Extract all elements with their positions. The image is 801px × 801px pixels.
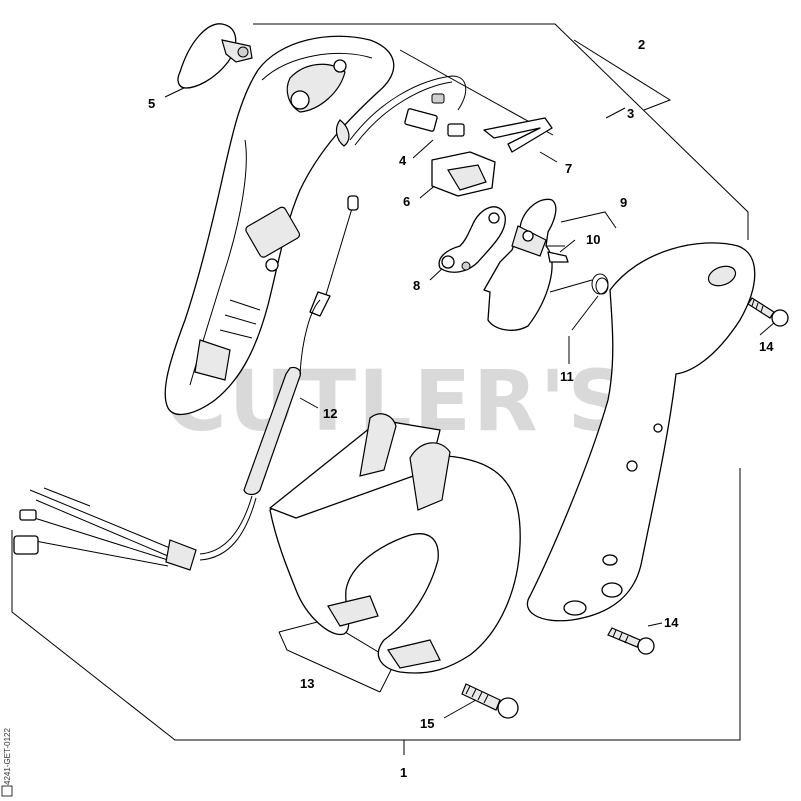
callout-8: 8: [413, 278, 420, 293]
part-9-trigger: [483, 198, 557, 331]
part-13-lower-cover: [269, 413, 521, 674]
callout-6: 6: [403, 194, 410, 209]
callout-14-lower: 14: [664, 615, 679, 630]
part-11-torsion-spring: [549, 273, 609, 331]
leader-lines: [164, 85, 776, 719]
part-14-screw-upper: [747, 297, 789, 327]
assembly-outline: [11, 23, 749, 755]
document-id-box: [1, 785, 13, 797]
callout-7: 7: [565, 161, 572, 176]
callout-10: 10: [586, 232, 600, 247]
part-12-throttle-cable: [199, 195, 359, 561]
callout-3: 3: [627, 106, 634, 121]
callout-labels: 1 2 3 4 5 6 7 8 9 10 11 12 13 14 14 15: [148, 37, 774, 780]
part-2-handle-housing-right: [526, 242, 756, 622]
part-14-screw-lower: [607, 627, 655, 655]
callout-9: 9: [620, 195, 627, 210]
part-8-throttle-lever: [438, 206, 506, 273]
part-5-lever-knob: [177, 23, 253, 89]
callout-12: 12: [323, 406, 337, 421]
part-10-pin: [547, 251, 569, 263]
callout-14-upper: 14: [759, 339, 774, 354]
callout-1: 1: [400, 765, 407, 780]
document-id: 4241-GET-0122: [3, 728, 12, 785]
callout-5: 5: [148, 96, 155, 111]
part-4-switch-wiring: [349, 75, 467, 146]
callout-2: 2: [638, 37, 645, 52]
callout-4: 4: [399, 153, 407, 168]
part-15-bolt: [461, 683, 519, 719]
callout-15: 15: [420, 716, 434, 731]
callout-13: 13: [300, 676, 314, 691]
part-3-handle-housing-left: [164, 35, 395, 416]
wire-harness: [13, 487, 197, 571]
part-7-retaining-clip: [483, 117, 553, 153]
callout-11: 11: [560, 369, 574, 384]
part-6-switch-block: [431, 151, 496, 197]
